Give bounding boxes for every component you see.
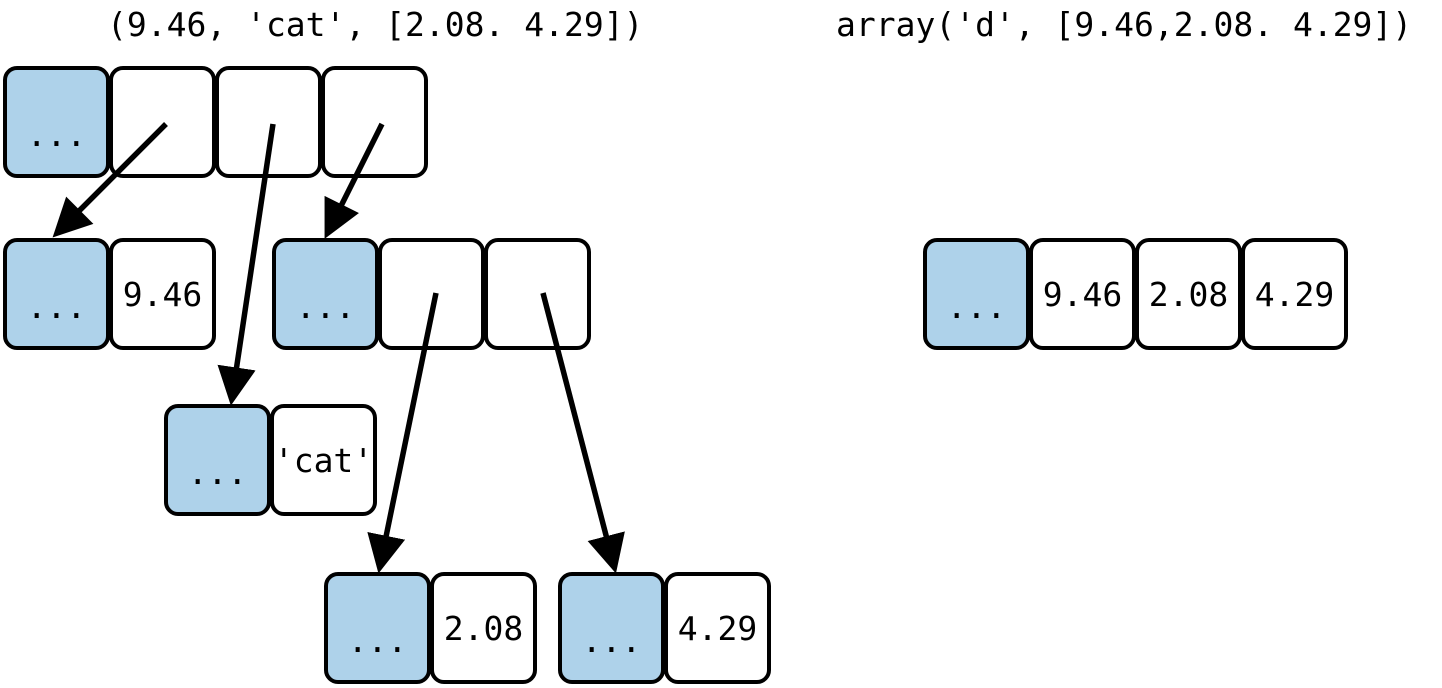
float-object-946: ... 9.46 bbox=[3, 238, 216, 350]
right-caption: array('d', [9.46,2.08. 4.29]) bbox=[836, 5, 1413, 44]
float-object-429: ... 4.29 bbox=[558, 572, 771, 684]
float-208-header-cell: ... bbox=[324, 572, 431, 684]
float-object-208: ... 2.08 bbox=[324, 572, 537, 684]
list-object: ... bbox=[272, 238, 591, 350]
list-slot-1 bbox=[484, 238, 591, 350]
tuple-slot-1 bbox=[215, 66, 322, 178]
list-slot-0 bbox=[378, 238, 485, 350]
array-header-cell: ... bbox=[923, 238, 1030, 350]
tuple-slot-2 bbox=[321, 66, 428, 178]
float-429-header-cell: ... bbox=[558, 572, 665, 684]
float-208-value-cell: 2.08 bbox=[430, 572, 537, 684]
left-caption: (9.46, 'cat', [2.08. 4.29]) bbox=[107, 5, 644, 44]
float-946-header-cell: ... bbox=[3, 238, 110, 350]
tuple-object: ... bbox=[3, 66, 428, 178]
float-946-value-cell: 9.46 bbox=[109, 238, 216, 350]
array-value-cell-1: 2.08 bbox=[1135, 238, 1242, 350]
str-cat-value-cell: 'cat' bbox=[270, 404, 377, 516]
tuple-header-cell: ... bbox=[3, 66, 110, 178]
array-value-cell-2: 4.29 bbox=[1241, 238, 1348, 350]
str-cat-header-cell: ... bbox=[164, 404, 271, 516]
array-value-cell-0: 9.46 bbox=[1029, 238, 1136, 350]
str-object-cat: ... 'cat' bbox=[164, 404, 377, 516]
tuple-slot-0 bbox=[109, 66, 216, 178]
array-object: ... 9.46 2.08 4.29 bbox=[923, 238, 1348, 350]
list-header-cell: ... bbox=[272, 238, 379, 350]
float-429-value-cell: 4.29 bbox=[664, 572, 771, 684]
